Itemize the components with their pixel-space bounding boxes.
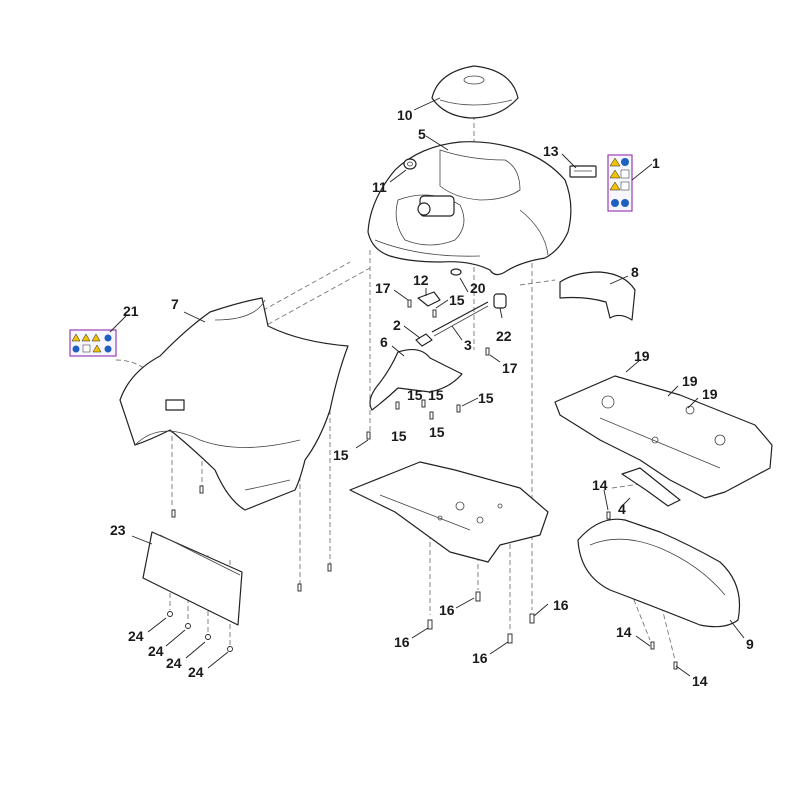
callout-15a: 15 [449,292,465,308]
callout-15d: 15 [478,390,494,406]
screws [167,299,678,670]
callout-24b: 24 [148,643,164,659]
callout-14a: 14 [592,477,608,493]
callout-15e: 15 [391,428,407,444]
callout-19b: 19 [682,373,698,389]
callout-19c: 19 [702,386,718,402]
callout-3: 3 [464,337,472,353]
callout-1: 1 [652,155,660,171]
part-23-guard [142,531,243,626]
part-3-rod [431,301,489,337]
callout-23: 23 [110,522,126,538]
callout-15f: 15 [429,424,445,440]
callout-16a: 16 [439,602,455,618]
callout-15g: 15 [333,447,349,463]
callout-5: 5 [418,126,426,142]
callout-6: 6 [380,334,388,350]
part-5-housing [367,141,572,276]
callout-24d: 24 [188,664,204,680]
callout-16d: 16 [472,650,488,666]
part-8-cover [559,271,636,321]
callout-7: 7 [171,296,179,312]
part-22-bushing [493,293,507,309]
callout-11: 11 [372,179,387,195]
decal-13 [569,165,597,178]
leader-lines [109,97,745,677]
decal-1 [607,154,633,212]
lower-chassis-plate [349,461,549,563]
callout-14c: 14 [692,673,708,689]
callout-2: 2 [393,317,401,333]
callout-16c: 16 [553,597,569,613]
callout-9: 9 [746,636,754,652]
part-7-shroud [119,297,349,511]
callout-4: 4 [618,501,626,517]
callout-labels: 1 2 3 4 5 6 7 8 9 10 11 12 13 14 14 14 1… [110,107,754,689]
callout-10: 10 [397,107,413,123]
callout-24c: 24 [166,655,182,671]
callout-17a: 17 [375,280,391,296]
callout-21: 21 [123,303,139,319]
part-9-tray [577,518,741,628]
callout-14b: 14 [616,624,632,640]
part-11-grommet [403,158,417,170]
part-4-spring-plate [621,467,681,507]
callout-13: 13 [543,143,559,159]
decal-21 [69,329,117,357]
callout-19a: 19 [634,348,650,364]
callout-15c: 15 [428,387,444,403]
part-6-plate [369,348,463,411]
part-12-bracket [417,291,441,307]
callout-16b: 16 [394,634,410,650]
callout-12: 12 [413,272,429,288]
part-20-washer [450,268,462,276]
callout-15b: 15 [407,387,423,403]
callout-24a: 24 [128,628,144,644]
callout-8: 8 [631,264,639,280]
callout-20: 20 [470,280,486,296]
callout-22: 22 [496,328,512,344]
part-2-clip [415,333,433,347]
callout-17b: 17 [502,360,518,376]
part-10-cap [431,65,519,119]
right-chassis-plate [554,375,773,499]
